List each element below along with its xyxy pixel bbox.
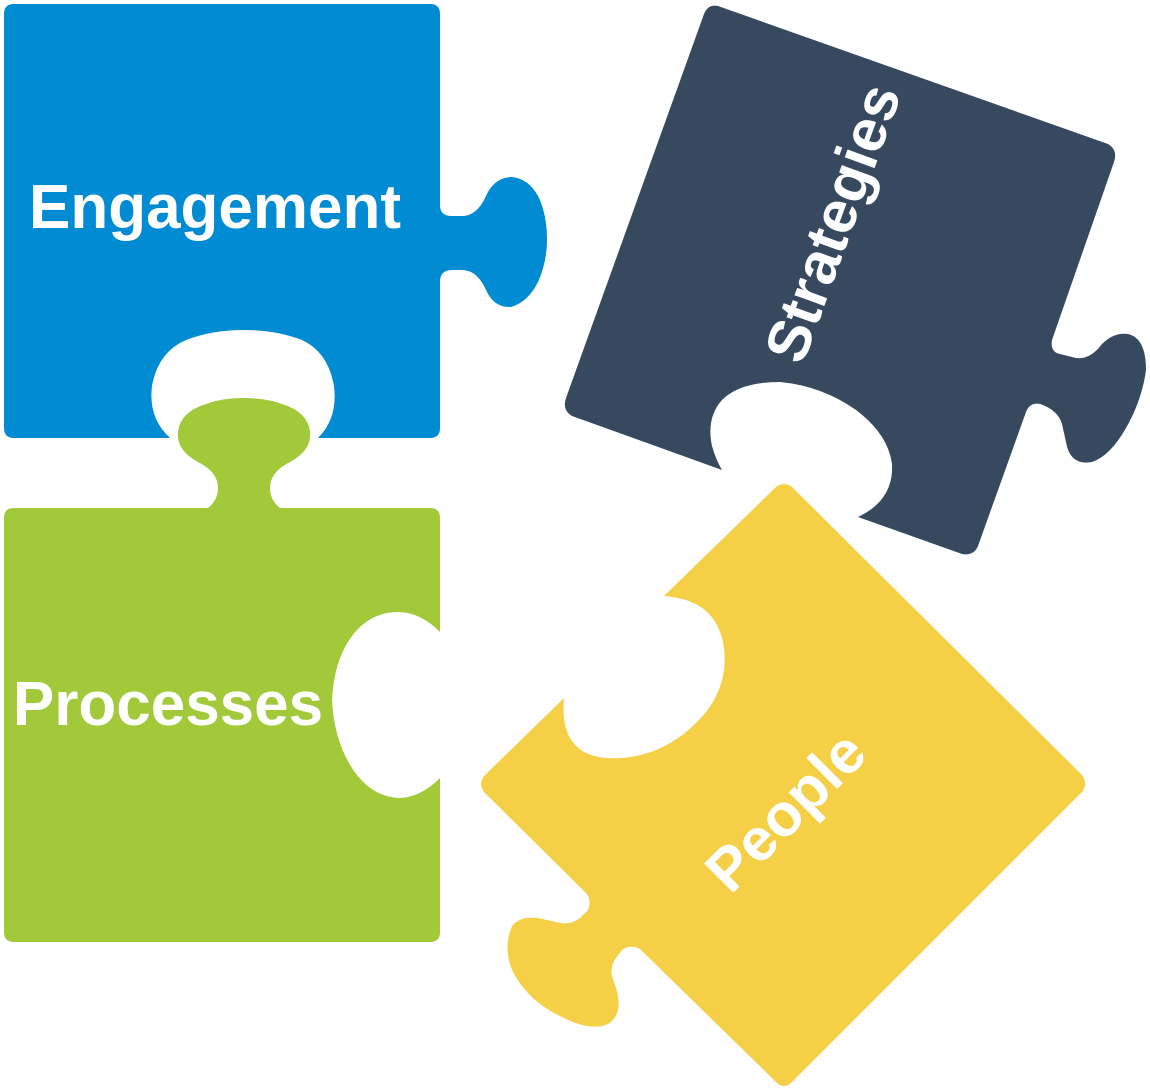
people-piece-shape bbox=[481, 484, 1085, 1086]
engagement-piece: Engagement bbox=[4, 4, 547, 438]
people-piece: People bbox=[481, 484, 1085, 1086]
strategies-piece: Strategies bbox=[564, 5, 1146, 555]
strategies-piece-shape bbox=[564, 5, 1146, 555]
processes-piece: Processes bbox=[4, 398, 440, 942]
processes-piece-shape bbox=[4, 398, 440, 942]
engagement-label: Engagement bbox=[29, 173, 401, 242]
engagement-piece-shape bbox=[4, 4, 547, 438]
processes-label: Processes bbox=[13, 670, 323, 739]
